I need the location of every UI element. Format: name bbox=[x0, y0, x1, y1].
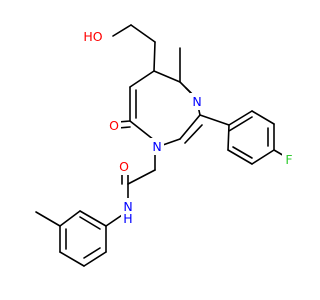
hydroxyl-label: HO bbox=[83, 29, 102, 44]
atom-labels: HO N N O O N H F bbox=[78, 28, 296, 226]
amide-oxygen-label: O bbox=[119, 159, 129, 174]
ring-carbonyl-oxygen-label: O bbox=[109, 118, 119, 133]
molecule-structure: HO N N O O N H F bbox=[35, 24, 296, 267]
ring-nitrogen-upper-label: N bbox=[192, 94, 201, 109]
bond-lines bbox=[35, 24, 287, 267]
fluorine-label: F bbox=[285, 152, 292, 167]
ring-nitrogen-lower-label: N bbox=[152, 139, 161, 154]
amide-nitrogen-label: N bbox=[123, 199, 132, 214]
amide-hydrogen-label: H bbox=[123, 211, 132, 226]
